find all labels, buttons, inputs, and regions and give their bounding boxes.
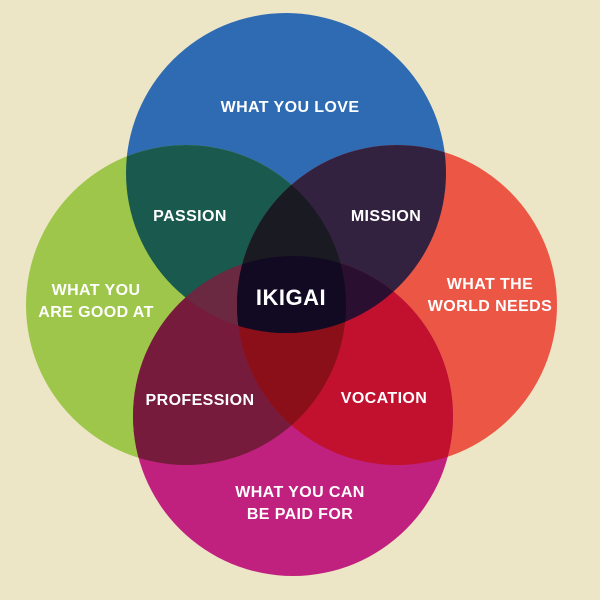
label-vocation: VOCATION — [340, 390, 428, 407]
label-what-you-love: WHAT YOU LOVE — [220, 99, 360, 116]
label-profession: PROFESSION — [145, 392, 255, 409]
label-what-the-world-needs: WHAT THE WORLD NEEDS — [427, 276, 553, 315]
label-ikigai: IKIGAI — [255, 285, 327, 310]
overlap-world-love-good-region — [237, 145, 346, 333]
label-what-you-are-good-at: WHAT YOU ARE GOOD AT — [38, 282, 154, 321]
label-passion: PASSION — [153, 208, 227, 225]
label-what-you-can-be-paid-for: WHAT YOU CAN BE PAID FOR — [235, 484, 365, 523]
overlap-good-paid-world-region — [237, 256, 346, 465]
label-mission: MISSION — [350, 208, 422, 225]
